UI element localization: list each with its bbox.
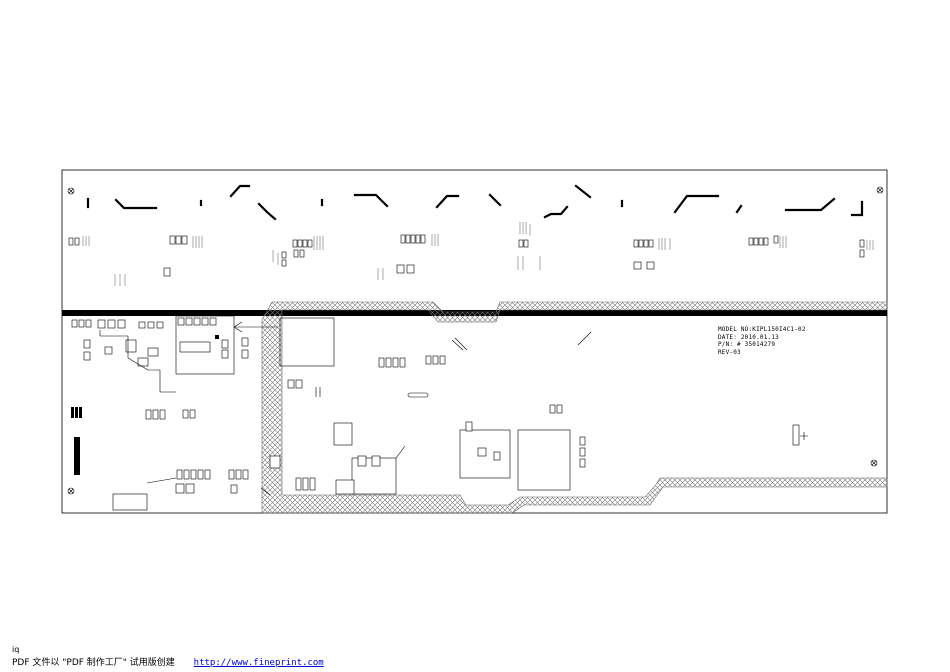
watermark-text: PDF 文件以 "PDF 制作工厂" 试用版创建 (12, 658, 175, 668)
smd-component-groups (68, 234, 865, 277)
mounting-hole-icons (67, 186, 884, 495)
corner-mark: iq (12, 645, 20, 654)
watermark-link[interactable]: http://www.fineprint.com (193, 658, 324, 668)
model-info-block: MODEL NO:KIPL150I4C1-02 DATE: 2010.01.13… (718, 326, 806, 356)
part-number-text: P/N: # 35014279 (718, 341, 776, 348)
lower-left-circuit-blocks (71, 315, 249, 511)
reference-designator-marks (82, 222, 874, 286)
connector-pads (71, 335, 219, 475)
hatched-copper-area (261, 301, 888, 514)
date-text: DATE: 2010.01.13 (718, 333, 779, 341)
center-circuit-blocks (269, 317, 800, 495)
revision-text: REV-03 (718, 348, 741, 356)
led-trace-segments (86, 184, 864, 221)
model-number-text: MODEL NO:KIPL150I4C1-02 (718, 326, 806, 333)
outline-lines (99, 321, 808, 496)
